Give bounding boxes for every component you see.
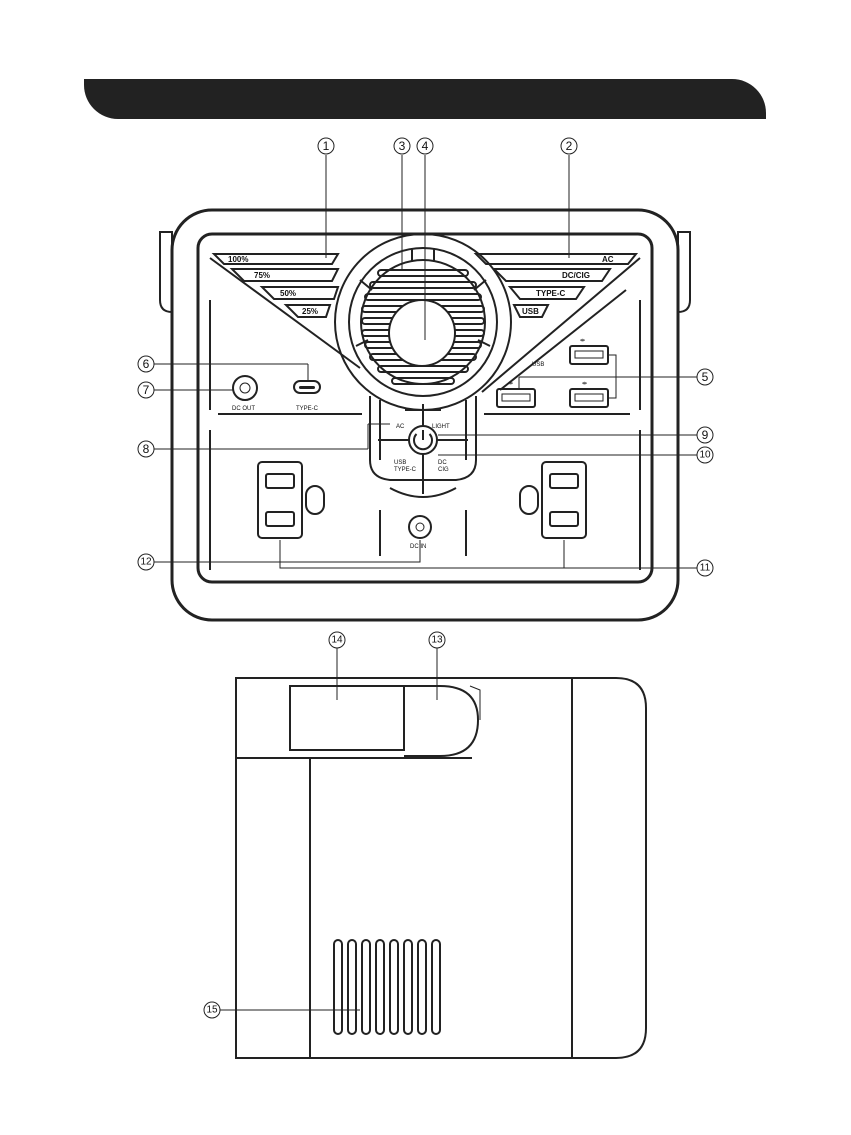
callout-9: 9	[697, 427, 713, 443]
svg-text:7: 7	[143, 383, 150, 397]
top-vent	[334, 940, 440, 1034]
ac-outlet-left	[258, 462, 324, 538]
battery-level-25: 25%	[302, 307, 318, 316]
callout-12: 12	[138, 554, 154, 570]
light-button-label[interactable]: LIGHT	[432, 424, 450, 430]
battery-level-50: 50%	[280, 289, 296, 298]
callout-2: 2	[561, 138, 577, 154]
callout-13: 13	[429, 632, 445, 648]
callout-4: 4	[417, 138, 433, 154]
callout-3: 3	[394, 138, 410, 154]
top-lid	[404, 686, 478, 756]
dc-cig-button-label[interactable]: DC CIG	[438, 460, 449, 473]
ac-outlet-right	[520, 462, 586, 538]
svg-text:14: 14	[331, 635, 343, 646]
light-lens	[389, 300, 455, 366]
usb-icon: ⇹	[580, 338, 585, 344]
svg-text:3: 3	[399, 139, 406, 153]
type-c-label: TYPE-C	[296, 406, 319, 412]
svg-text:10: 10	[699, 450, 711, 461]
top-storage-compartment	[290, 686, 404, 750]
output-indicator-usb: USB	[522, 307, 539, 316]
output-indicator-type-c: TYPE-C	[536, 289, 566, 298]
svg-text:15: 15	[206, 1005, 218, 1016]
usb-icon: ⇹	[582, 381, 587, 387]
battery-level-100: 100%	[228, 255, 248, 264]
svg-text:2: 2	[566, 139, 573, 153]
svg-text:8: 8	[143, 442, 150, 456]
svg-text:9: 9	[702, 428, 709, 442]
callout-11: 11	[697, 560, 713, 576]
callout-10: 10	[697, 447, 713, 463]
callout-1: 1	[318, 138, 334, 154]
usb-port-top	[570, 346, 608, 364]
usb-port-bottom-right	[570, 389, 608, 407]
callout-5: 5	[697, 369, 713, 385]
callout-14: 14	[329, 632, 345, 648]
callout-15: 15	[204, 1002, 220, 1018]
usb-typec-button-label[interactable]: USB TYPE-C	[394, 460, 417, 473]
dc-in-port	[409, 516, 431, 538]
svg-text:6: 6	[143, 357, 150, 371]
battery-level-bars	[210, 254, 360, 368]
svg-text:11: 11	[700, 563, 711, 574]
output-indicator-ac: AC	[602, 255, 614, 264]
output-indicator-dc-cig: DC/CIG	[562, 271, 590, 280]
dc-in-label: DC IN	[410, 544, 426, 550]
svg-text:5: 5	[702, 370, 709, 384]
dc-out-port	[233, 376, 257, 400]
top-view	[236, 678, 646, 1058]
usb-label: USB	[532, 362, 544, 368]
power-button[interactable]	[409, 426, 437, 454]
callout-6: 6	[138, 356, 154, 372]
dc-out-label: DC OUT	[232, 406, 255, 412]
ac-button-label[interactable]: AC	[396, 424, 405, 430]
type-c-port	[294, 381, 320, 393]
battery-level-75: 75%	[254, 271, 270, 280]
usb-icon: ⇹	[508, 381, 513, 387]
output-indicator-bars	[476, 254, 640, 392]
callout-7: 7	[138, 382, 154, 398]
svg-text:13: 13	[431, 635, 443, 646]
left-handle	[160, 232, 172, 312]
svg-text:12: 12	[140, 557, 152, 568]
svg-text:4: 4	[422, 139, 429, 153]
right-handle	[678, 232, 690, 312]
callout-8: 8	[138, 441, 154, 457]
svg-text:1: 1	[323, 139, 330, 153]
usb-port-bottom-left	[497, 389, 535, 407]
